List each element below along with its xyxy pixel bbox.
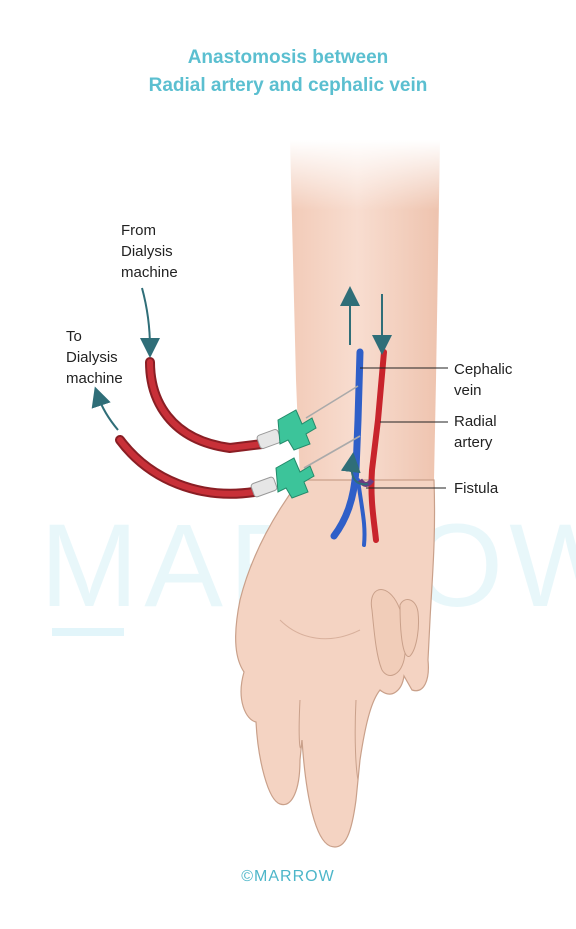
label-to-dialysis-line-3: machine: [66, 370, 123, 387]
label-from-dialysis: From Dialysis machine: [121, 220, 178, 283]
page-title-line-1: Anastomosis between: [187, 47, 389, 68]
label-radial-artery-line-1: Radial: [454, 413, 497, 430]
cephalic-vein-branch: [356, 478, 367, 547]
tube-to-dialysis-inner: [117, 437, 257, 497]
label-from-dialysis-line-3: machine: [121, 264, 178, 281]
to-dialysis-arrow: [91, 386, 119, 431]
forearm: [290, 140, 440, 480]
hub-upper: [277, 409, 317, 451]
label-radial-artery-line-2: artery: [454, 434, 493, 451]
hand: [235, 479, 436, 848]
label-from-dialysis-line-1: From: [121, 222, 156, 239]
thumb: [370, 589, 407, 676]
thumb-tip: [399, 599, 419, 657]
needle-upper: [305, 385, 359, 419]
forearm-fade: [270, 140, 460, 210]
watermark-underline: [52, 628, 124, 636]
hub-lower: [275, 457, 315, 499]
connector-upper: [256, 429, 282, 449]
label-radial-artery: Radial artery: [454, 411, 497, 453]
label-cephalic-vein: Cephalic vein: [454, 359, 512, 401]
from-dialysis-arrow: [139, 287, 160, 358]
label-from-dialysis-line-2: Dialysis: [121, 243, 173, 260]
needle-lower: [303, 435, 361, 469]
finger-crease-2: [354, 699, 359, 781]
fistula-flow-arrow: [340, 452, 369, 486]
footer-copyright: ©MARROW: [241, 868, 335, 885]
tube-from-dialysis-inner: [147, 359, 265, 452]
label-to-dialysis-line-2: Dialysis: [66, 349, 118, 366]
connector-lower: [250, 476, 278, 498]
page-title-line-2: Radial artery and cephalic vein: [148, 75, 428, 96]
label-cephalic-vein-line-2: vein: [454, 382, 482, 399]
finger-crease-1: [298, 699, 303, 749]
label-to-dialysis: To Dialysis machine: [66, 326, 123, 389]
tube-from-dialysis: [145, 357, 267, 454]
palm-line: [279, 619, 361, 640]
radial-artery: [368, 349, 387, 543]
label-cephalic-vein-line-1: Cephalic: [454, 361, 513, 378]
label-fistula: Fistula: [454, 480, 499, 497]
label-to-dialysis-line-1: To: [66, 328, 82, 345]
